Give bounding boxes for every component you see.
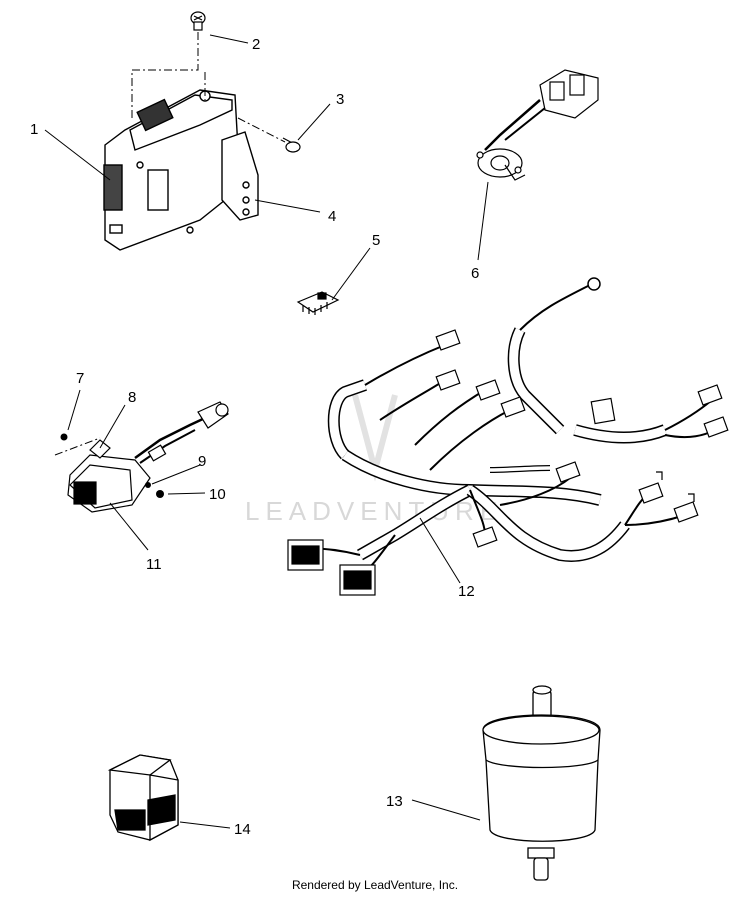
screw-2[interactable]	[190, 11, 206, 31]
callout-4: 4	[328, 208, 336, 225]
leader-lines	[44, 34, 489, 829]
screw-3[interactable]	[282, 137, 301, 153]
callout-13: 13	[386, 793, 403, 810]
watermark: LEADVENTURE	[245, 394, 503, 526]
chip-5[interactable]	[296, 291, 340, 315]
callout-3: 3	[336, 91, 344, 108]
footer-credit: Rendered by LeadVenture, Inc.	[291, 878, 459, 892]
harness-connectors	[287, 329, 729, 596]
nut-10[interactable]	[156, 490, 164, 498]
washer-9[interactable]	[145, 482, 151, 488]
callout-7: 7	[76, 370, 84, 387]
callout-11: 11	[146, 556, 162, 573]
callout-9: 9	[198, 453, 206, 470]
callout-5: 5	[372, 232, 380, 249]
mounting-lines	[131, 32, 286, 143]
callout-12: 12	[458, 583, 475, 600]
fuel-filter-13[interactable]	[482, 685, 601, 881]
callout-10: 10	[209, 486, 226, 503]
wiring-harness-12[interactable]	[304, 277, 716, 576]
callout-8: 8	[128, 389, 136, 406]
sensor-6[interactable]	[476, 69, 599, 181]
ecu-module[interactable]	[103, 89, 259, 251]
callout-labels: 1 2 3 4 5 6 7 8 9 10 11 12 13 14	[30, 36, 479, 838]
relay-14[interactable]	[107, 754, 179, 842]
callout-6: 6	[471, 265, 479, 282]
watermark-text: LEADVENTURE	[245, 496, 503, 526]
throttle-sensor-11[interactable]	[67, 401, 229, 513]
callout-1: 1	[30, 121, 38, 138]
callout-2: 2	[252, 36, 260, 53]
callout-14: 14	[234, 821, 251, 838]
screw-7[interactable]	[60, 433, 68, 441]
